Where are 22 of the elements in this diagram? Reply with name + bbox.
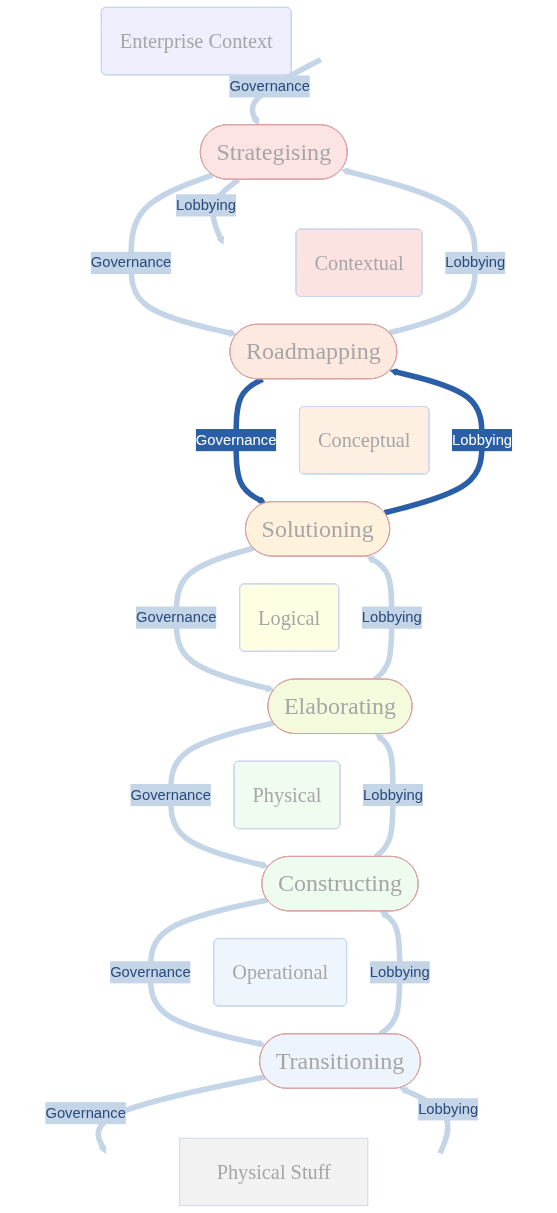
edge-label: Governance [195, 431, 277, 448]
edge-label: Lobbying [361, 609, 422, 625]
arrow [128, 172, 237, 337]
edge-label: Lobbying [369, 964, 430, 980]
edge-label: Governance [109, 964, 191, 980]
edge-label: Governance [229, 78, 310, 94]
edge-label: Governance [45, 1104, 126, 1121]
arrow [167, 720, 275, 869]
edge-label: Lobbying [451, 431, 512, 448]
arrow [340, 167, 478, 336]
edge-label: Lobbying [445, 254, 506, 271]
arrow [147, 897, 268, 1048]
edge-label: Lobbying [417, 1101, 478, 1117]
arrow [95, 1074, 266, 1154]
edge-label: Governance [90, 254, 172, 271]
node-box: Physical Stuff [179, 1137, 369, 1207]
edge-label: Governance [135, 609, 217, 625]
edge-label: Lobbying [175, 197, 236, 213]
arrow [383, 368, 485, 516]
edge-label: Lobbying [362, 786, 423, 803]
arrow [173, 545, 275, 693]
edge-label: Governance [130, 786, 211, 803]
